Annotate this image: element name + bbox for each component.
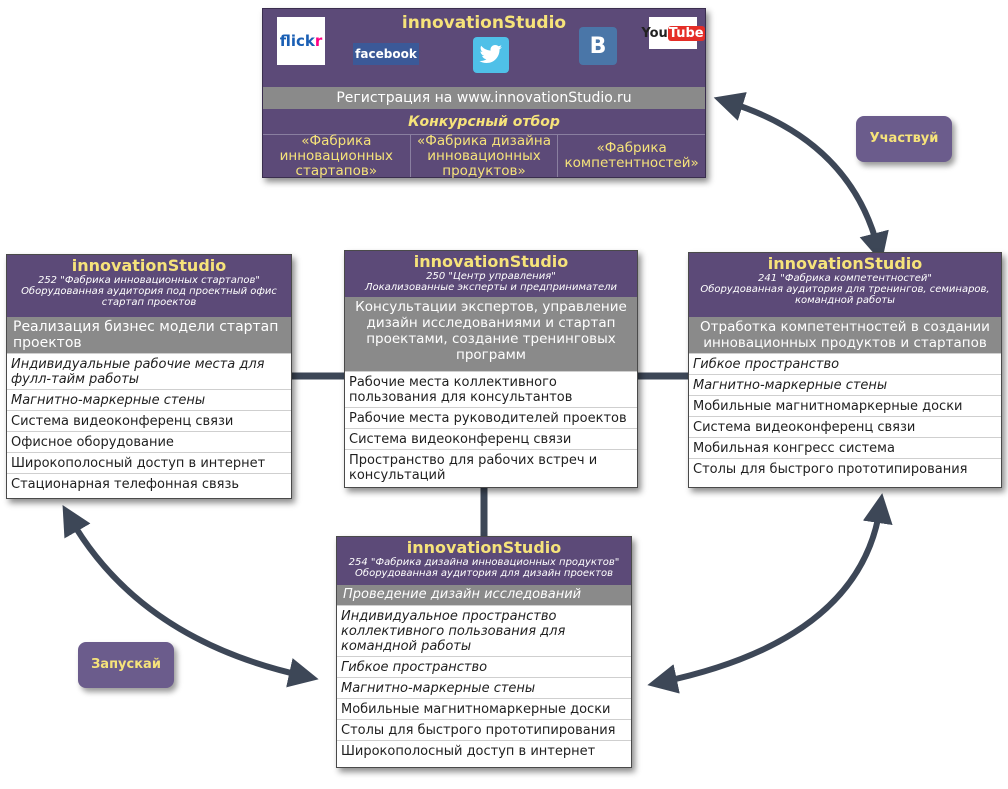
room-250-box: innovationStudio 250 "Центр управления" …: [344, 250, 638, 488]
list-item: Индивидуальные рабочие места для фулл-та…: [7, 353, 291, 389]
room-250-title: innovationStudio: [413, 252, 569, 271]
list-item: Широкополосный доступ в интернет: [337, 740, 631, 761]
list-item: Стационарная телефонная связь: [7, 473, 291, 494]
list-item: Мобильные магнитномаркерные доски: [337, 698, 631, 719]
registration-bar[interactable]: Регистрация на www.innovationStudio.ru: [263, 87, 705, 109]
list-item: Рабочие места коллективного пользования …: [345, 371, 637, 407]
list-item: Столы для быстрого прототипирования: [337, 719, 631, 740]
room-241-header: innovationStudio 241 "Фабрика компетентн…: [689, 253, 1001, 317]
factory-startups: «Фабрика инновационных стартапов»: [263, 133, 411, 178]
room-250-subtitle: 250 "Центр управления": [426, 271, 556, 282]
room-241-description: Оборудованная аудитория для тренингов, с…: [700, 284, 990, 306]
list-item: Мобильные магнитномаркерные доски: [689, 395, 1001, 416]
vk-icon[interactable]: B: [579, 27, 617, 65]
room-254-subtitle: 254 "Фабрика дизайна инновационных проду…: [348, 557, 620, 568]
list-item: Гибкое пространство: [337, 656, 631, 677]
list-item: Офисное оборудование: [7, 431, 291, 452]
room-241-focus: Отработка компетентностей в создании инн…: [689, 317, 1001, 353]
top-registration-box: innovationStudio flickr flickr facebook …: [262, 8, 706, 178]
room-250-description: Локализованные эксперты и предпринимател…: [364, 282, 617, 293]
room-252-focus: Реализация бизнес модели стартап проекто…: [7, 317, 291, 353]
room-252-box: innovationStudio 252 "Фабрика инновацион…: [6, 254, 292, 499]
room-241-subtitle: 241 "Фабрика компетентностей": [758, 273, 932, 284]
list-item: Система видеоконференц связи: [689, 416, 1001, 437]
room-252-title: innovationStudio: [71, 256, 227, 275]
list-item: Пространство для рабочих встреч и консул…: [345, 449, 637, 485]
list-item: Столы для быстрого прототипирования: [689, 458, 1001, 479]
twitter-icon[interactable]: [473, 37, 509, 73]
list-item: Магнитно-маркерные стены: [7, 389, 291, 410]
room-252-description: Оборудованная аудитория под проектный оф…: [21, 286, 277, 308]
list-item: Индивидуальное пространство коллективног…: [337, 605, 631, 656]
room-241-box: innovationStudio 241 "Фабрика компетентн…: [688, 252, 1002, 488]
list-item: Рабочие места руководителей проектов: [345, 407, 637, 428]
room-254-title: innovationStudio: [406, 538, 562, 557]
arrow-right-bottom: [647, 493, 893, 694]
arrow-left-bottom: [62, 504, 319, 688]
list-item: Гибкое пространство: [689, 353, 1001, 374]
room-254-box: innovationStudio 254 "Фабрика дизайна ин…: [336, 536, 632, 768]
list-item: Магнитно-маркерные стены: [689, 374, 1001, 395]
top-title: innovationStudio: [401, 13, 567, 33]
room-250-focus: Консультации экспертов, управление дизай…: [345, 297, 637, 371]
list-item: Система видеоконференц связи: [345, 428, 637, 449]
list-item: Система видеоконференц связи: [7, 410, 291, 431]
list-item: Магнитно-маркерные стены: [337, 677, 631, 698]
factory-competence: «Фабрика компетентностей»: [564, 140, 699, 171]
room-254-focus: Проведение дизайн исследований: [337, 585, 631, 605]
list-item: Широкополосный доступ в интернет: [7, 452, 291, 473]
room-254-header: innovationStudio 254 "Фабрика дизайна ин…: [337, 537, 631, 585]
factory-columns: «Фабрика инновационных стартапов» «Фабри…: [263, 133, 705, 178]
factory-design: «Фабрика дизайна инновационных продуктов…: [411, 133, 559, 178]
launch-tag: Запускай: [78, 642, 174, 688]
list-item: Мобильная конгресс система: [689, 437, 1001, 458]
room-250-header: innovationStudio 250 "Центр управления" …: [345, 251, 637, 297]
participate-tag: Участвуй: [856, 116, 952, 162]
facebook-icon[interactable]: facebook: [353, 43, 419, 65]
room-254-description: Оборудованная аудитория для дизайн проек…: [355, 568, 613, 579]
contest-label: Конкурсный отбор: [408, 114, 560, 130]
room-252-subtitle: 252 "Фабрика инновационных стартапов": [37, 275, 261, 286]
room-252-header: innovationStudio 252 "Фабрика инновацион…: [7, 255, 291, 317]
flickr-icon[interactable]: flickr flickr: [277, 17, 325, 65]
arrow-top-right: [713, 92, 889, 263]
room-241-title: innovationStudio: [767, 254, 923, 273]
